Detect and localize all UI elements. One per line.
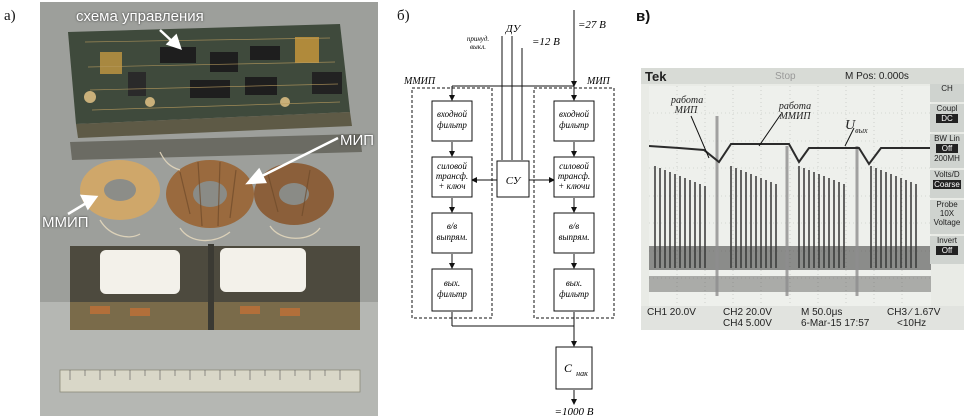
hv-rectifier-boards: [70, 244, 360, 330]
mip-label: МИП: [586, 76, 611, 87]
control-unit-block: СУ: [497, 161, 529, 197]
annotation-control-circuit: схема управления: [76, 8, 204, 25]
device-photo: схема управления МИП ММИП: [40, 2, 378, 416]
scope-side-invert[interactable]: Invert Off: [930, 236, 964, 264]
scope-run-state: Stop: [775, 71, 796, 82]
svg-text:C: C: [564, 361, 573, 375]
mip-output-filter-block: вых.фильтр: [554, 269, 594, 311]
oscilloscope-screenshot: Tek Stop M Pos: 0.000s: [641, 68, 964, 330]
v12-label: =12 В: [532, 36, 560, 48]
mmip-label: ММИП: [403, 76, 436, 87]
vout-label: =1000 В: [555, 406, 594, 416]
scope-trigger: CH3 ∕ 1.67V: [887, 307, 940, 318]
scope-brand: Tek: [645, 69, 666, 84]
block-diagram: принуд.выкл. ДУ =12 В =27 В ММИП МИП: [392, 0, 628, 416]
scope-ch1: CH1 20.0V: [647, 307, 696, 318]
scope-frequency: <10Hz: [897, 318, 926, 329]
svg-text:нак: нак: [576, 369, 588, 378]
panel-c-label: в): [636, 8, 650, 25]
v27-label: =27 В: [578, 19, 606, 31]
ruler: [60, 370, 360, 392]
scope-side-probe[interactable]: Probe 10X Voltage: [930, 200, 964, 234]
scope-side-bw-limit[interactable]: BW Lin Off 200MH: [930, 134, 964, 168]
scope-ch2: CH2 20.0V: [723, 307, 772, 318]
panel-a-label: а): [4, 8, 16, 25]
du-label: ДУ: [505, 23, 522, 35]
annotation-uvyh: Uвых: [845, 118, 868, 135]
storage-capacitor-block: C нак: [556, 347, 592, 389]
scope-header: [641, 68, 964, 84]
annotation-mip-operation: работа МИП: [671, 96, 701, 116]
scope-date: 6-Mar-15 17:57: [801, 318, 869, 329]
toroid-transformers: [80, 160, 334, 228]
svg-text:СУ: СУ: [506, 175, 522, 187]
mmip-output-filter-block: вых.фильтр: [432, 269, 472, 311]
control-pcb: [68, 24, 352, 138]
scope-ch4: CH4 5.00V: [723, 318, 772, 329]
scope-side-coupling[interactable]: Coupl DC: [930, 104, 964, 132]
device-photo-illustration: [40, 2, 378, 416]
annotation-mmip-operation: работа ММИП: [775, 102, 815, 122]
annotation-mmip: ММИП: [42, 214, 89, 231]
annotation-mip: МИП: [340, 132, 374, 149]
pulse-baseline: [649, 246, 931, 270]
forced-off-label: принуд.выкл.: [467, 35, 490, 51]
scope-side-ch[interactable]: CH: [930, 84, 964, 102]
scope-mpos: M Pos: 0.000s: [845, 71, 909, 82]
scope-side-volts-div[interactable]: Volts/D Coarse: [930, 170, 964, 198]
scope-timebase: M 50.0μs: [801, 307, 842, 318]
